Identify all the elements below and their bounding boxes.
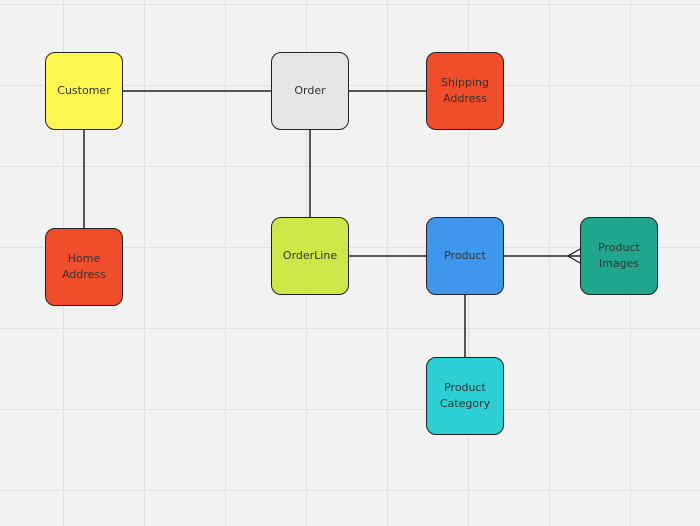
node-product[interactable]: Product bbox=[426, 217, 504, 295]
crows-foot-marker bbox=[567, 248, 581, 264]
node-label: Product Images bbox=[598, 241, 640, 270]
node-product-category[interactable]: Product Category bbox=[426, 357, 504, 435]
node-label: Shipping Address bbox=[441, 76, 489, 105]
node-orderline[interactable]: OrderLine bbox=[271, 217, 349, 295]
node-label: Order bbox=[294, 84, 326, 97]
node-label: Product bbox=[444, 249, 486, 262]
node-customer[interactable]: Customer bbox=[45, 52, 123, 130]
node-product-images[interactable]: Product Images bbox=[580, 217, 658, 295]
node-label: OrderLine bbox=[282, 249, 338, 262]
node-label: Customer bbox=[57, 84, 111, 97]
node-home-address[interactable]: Home Address bbox=[45, 228, 123, 306]
node-label: Product Category bbox=[439, 381, 491, 410]
node-order[interactable]: Order bbox=[271, 52, 349, 130]
node-label: Home Address bbox=[62, 252, 106, 281]
node-shipping-address[interactable]: Shipping Address bbox=[426, 52, 504, 130]
